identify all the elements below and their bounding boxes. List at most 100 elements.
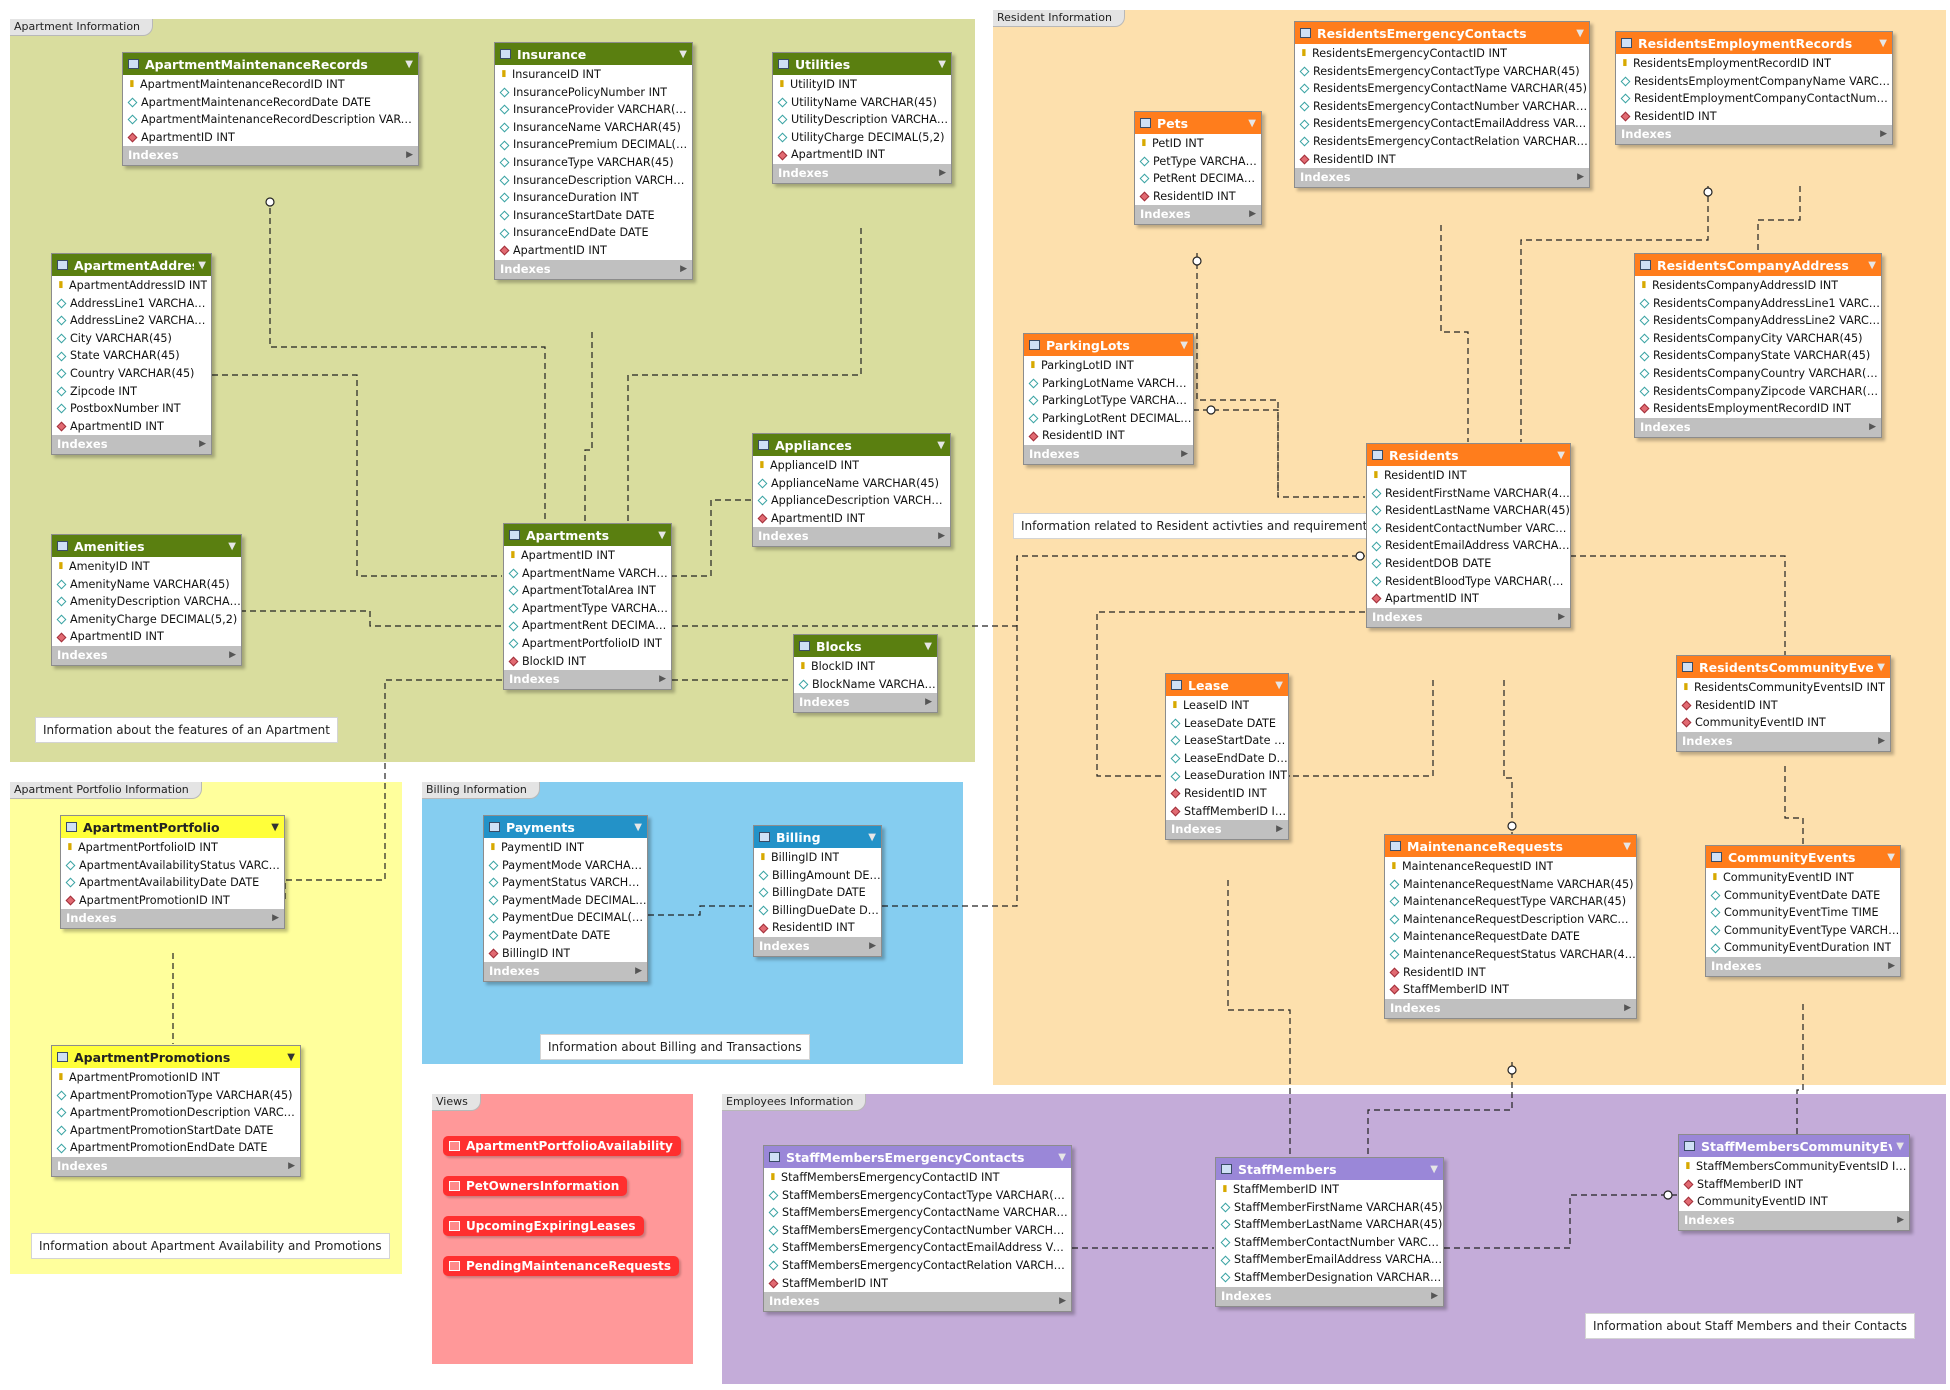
column-row[interactable]: PaymentStatus VARCHAR(45) (484, 874, 647, 892)
column-row[interactable]: ApplianceDescription VARCHAR(250) (753, 492, 950, 510)
table-residents-employment-records[interactable]: ResidentsEmploymentRecords▼▮ResidentsEmp… (1615, 31, 1893, 146)
column-row[interactable]: ApartmentID INT (52, 418, 211, 436)
indexes-section[interactable]: Indexes▶ (1616, 125, 1892, 145)
indexes-section[interactable]: Indexes▶ (52, 435, 211, 455)
column-row[interactable]: ResidentContactNumber VARCHAR(20) (1367, 520, 1570, 538)
column-row[interactable]: PetType VARCHAR(4... (1135, 153, 1261, 171)
column-row[interactable]: PaymentDue DECIMAL(8,2) (484, 909, 647, 927)
collapse-arrow-icon[interactable]: ▼ (937, 439, 945, 451)
column-row[interactable]: ResidentsEmploymentRecordID INT (1635, 400, 1881, 418)
column-row[interactable]: ▮CommunityEventID INT (1706, 869, 1900, 887)
column-row[interactable]: ApartmentPromotionStartDate DATE (52, 1122, 300, 1140)
column-row[interactable]: ApartmentID INT (773, 146, 951, 164)
column-row[interactable]: ResidentsEmergencyContactNumber VARCHAR(… (1295, 98, 1589, 116)
indexes-section[interactable]: Indexes▶ (1635, 417, 1881, 437)
column-row[interactable]: ResidentID INT (1295, 151, 1589, 169)
column-row[interactable]: ▮ResidentsEmergencyContactID INT (1295, 45, 1589, 63)
indexes-section[interactable]: Indexes▶ (1706, 956, 1900, 976)
column-row[interactable]: ▮ApartmentAddressID INT (52, 277, 211, 295)
column-row[interactable]: ▮ResidentID INT (1367, 467, 1570, 485)
collapse-arrow-icon[interactable]: ▼ (1576, 27, 1584, 39)
column-row[interactable]: BlockName VARCHAR(45) (794, 676, 937, 694)
collapse-arrow-icon[interactable]: ▼ (1887, 851, 1895, 863)
column-row[interactable]: ResidentEmailAddress VARCHAR(45) (1367, 537, 1570, 555)
table-header[interactable]: Appliances▼ (753, 434, 950, 456)
column-row[interactable]: AmenityCharge DECIMAL(5,2) (52, 611, 241, 629)
column-row[interactable]: ResidentsCompanyCountry VARCHAR(45) (1635, 365, 1881, 383)
collapse-arrow-icon[interactable]: ▼ (658, 529, 666, 541)
column-row[interactable]: ResidentsEmergencyContactEmailAddress VA… (1295, 115, 1589, 133)
collapse-arrow-icon[interactable]: ▼ (634, 821, 642, 833)
column-row[interactable]: ResidentID INT (1677, 697, 1890, 715)
collapse-arrow-icon[interactable]: ▼ (1623, 840, 1631, 852)
table-header[interactable]: Lease▼ (1166, 674, 1288, 696)
table-residents-community-events[interactable]: ResidentsCommunityEvents▼▮ResidentsCommu… (1676, 655, 1891, 752)
table-header[interactable]: ResidentsCommunityEvents▼ (1677, 656, 1890, 678)
column-row[interactable]: MaintenanceRequestName VARCHAR(45) (1385, 876, 1636, 894)
column-row[interactable]: UtilityName VARCHAR(45) (773, 94, 951, 112)
column-row[interactable]: InsuranceName VARCHAR(45) (495, 119, 692, 137)
column-row[interactable]: ▮ResidentsEmploymentRecordID INT (1616, 55, 1892, 73)
collapse-arrow-icon[interactable]: ▼ (868, 831, 876, 843)
collapse-arrow-icon[interactable]: ▼ (271, 821, 279, 833)
column-row[interactable]: LeaseDuration INT (1166, 767, 1288, 785)
column-row[interactable]: ▮ParkingLotID INT (1024, 357, 1193, 375)
column-row[interactable]: ▮StaffMembersEmergencyContactID INT (764, 1169, 1071, 1187)
column-row[interactable]: ResidentID INT (1385, 964, 1636, 982)
column-row[interactable]: BillingDueDate DATE (754, 902, 881, 920)
column-row[interactable]: ParkingLotType VARCHAR(45) (1024, 392, 1193, 410)
indexes-section[interactable]: Indexes▶ (1135, 205, 1261, 225)
table-residents-emergency-contacts[interactable]: ResidentsEmergencyContacts▼▮ResidentsEme… (1294, 21, 1590, 189)
column-row[interactable]: StaffMemberEmailAddress VARCHAR(45) (1216, 1251, 1443, 1269)
indexes-section[interactable]: Indexes▶ (794, 693, 937, 713)
column-row[interactable]: ApartmentID INT (52, 628, 241, 646)
expand-arrow-icon[interactable]: ▶ (1249, 209, 1256, 220)
indexes-section[interactable]: Indexes▶ (764, 1292, 1071, 1312)
column-row[interactable]: StaffMembersEmergencyContactNumber VARCH… (764, 1222, 1071, 1240)
column-row[interactable]: ▮InsuranceID INT (495, 66, 692, 84)
indexes-section[interactable]: Indexes▶ (773, 163, 951, 183)
collapse-arrow-icon[interactable]: ▼ (1275, 679, 1283, 691)
collapse-arrow-icon[interactable]: ▼ (1877, 661, 1885, 673)
column-row[interactable]: CommunityEventID INT (1679, 1193, 1909, 1211)
column-row[interactable]: PaymentMode VARCHAR(45) (484, 857, 647, 875)
column-row[interactable]: CommunityEventType VARCHAR(45) (1706, 922, 1900, 940)
column-row[interactable]: ResidentsCompanyAddressLine2 VARCHAR(45) (1635, 312, 1881, 330)
indexes-section[interactable]: Indexes▶ (754, 936, 881, 956)
column-row[interactable]: MaintenanceRequestStatus VARCHAR(45) (1385, 946, 1636, 964)
column-row[interactable]: CommunityEventDuration INT (1706, 939, 1900, 957)
column-row[interactable]: ApartmentAvailabilityStatus VARCHAR(45) (61, 857, 284, 875)
table-header[interactable]: ParkingLots▼ (1024, 334, 1193, 356)
column-row[interactable]: ResidentLastName VARCHAR(45) (1367, 502, 1570, 520)
table-header[interactable]: ResidentsEmergencyContacts▼ (1295, 22, 1589, 44)
table-header[interactable]: ResidentsCompanyAddress▼ (1635, 254, 1881, 276)
column-row[interactable]: ApartmentPromotionID INT (61, 892, 284, 910)
table-header[interactable]: ApartmentPortfolio▼ (61, 816, 284, 838)
column-row[interactable]: StaffMembersEmergencyContactType VARCHAR… (764, 1187, 1071, 1205)
table-header[interactable]: StaffMembersEmergencyContacts▼ (764, 1146, 1071, 1168)
expand-arrow-icon[interactable]: ▶ (199, 439, 206, 450)
column-row[interactable]: PetRent DECIMAL(5,2) (1135, 170, 1261, 188)
column-row[interactable]: ResidentsEmergencyContactName VARCHAR(45… (1295, 80, 1589, 98)
column-row[interactable]: ▮ApplianceID INT (753, 457, 950, 475)
column-row[interactable]: ▮PaymentID INT (484, 839, 647, 857)
expand-arrow-icon[interactable]: ▶ (1869, 421, 1876, 432)
column-row[interactable]: StaffMembersEmergencyContactRelation VAR… (764, 1257, 1071, 1275)
table-maintenance-requests[interactable]: MaintenanceRequests▼▮MaintenanceRequestI… (1384, 834, 1637, 1019)
column-row[interactable]: ParkingLotRent DECIMAL(5,2) (1024, 410, 1193, 428)
column-row[interactable]: ResidentsEmergencyContactRelation VARCHA… (1295, 133, 1589, 151)
column-row[interactable]: InsuranceType VARCHAR(45) (495, 154, 692, 172)
column-row[interactable]: InsuranceProvider VARCHAR(45) (495, 101, 692, 119)
expand-arrow-icon[interactable]: ▶ (1181, 448, 1188, 459)
column-row[interactable]: LeaseDate DATE (1166, 715, 1288, 733)
expand-arrow-icon[interactable]: ▶ (288, 1160, 295, 1171)
column-row[interactable]: ApartmentID INT (753, 510, 950, 528)
column-row[interactable]: BillingAmount DECI... (754, 867, 881, 885)
table-header[interactable]: MaintenanceRequests▼ (1385, 835, 1636, 857)
column-row[interactable]: City VARCHAR(45) (52, 330, 211, 348)
column-row[interactable]: BillingDate DATE (754, 884, 881, 902)
